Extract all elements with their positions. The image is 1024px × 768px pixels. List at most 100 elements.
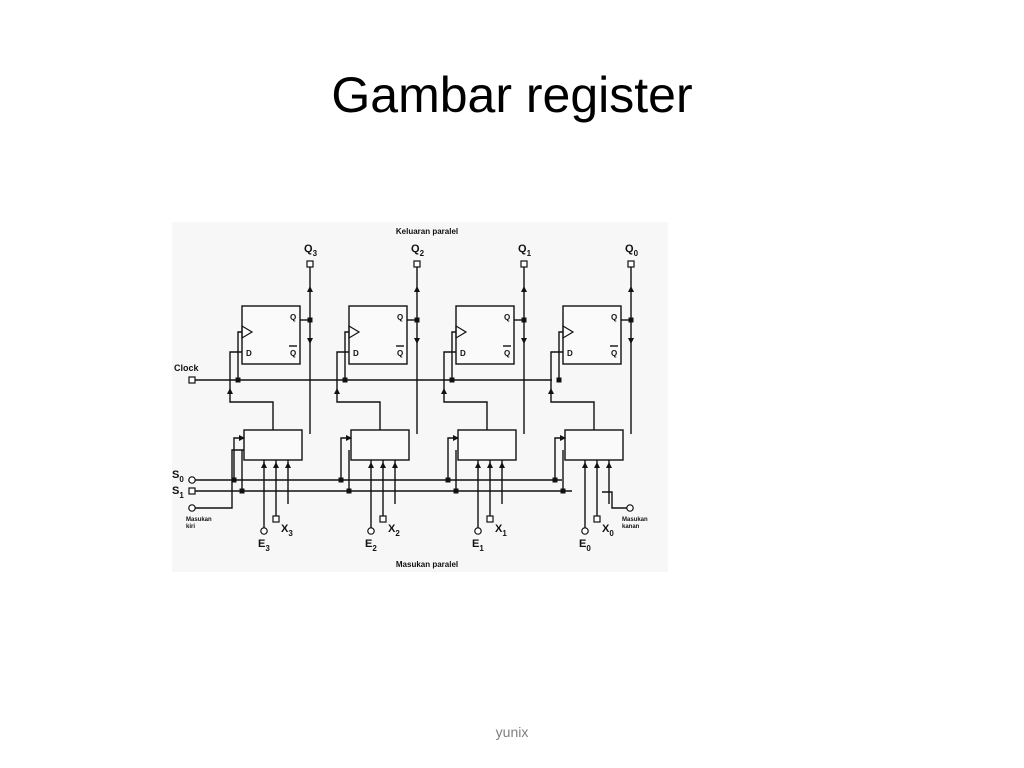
right-serial-label-line: Masukan [622,517,648,523]
clock-wire [237,331,242,380]
junction-dot [414,317,420,323]
ff-pin-q: Q [611,313,617,322]
input-label-2-subscript: 1 [502,529,507,538]
multiplexer-2 [457,429,517,461]
arrow-up [521,286,527,292]
junction-dot [231,477,237,483]
ff-pin-qbar: Q [504,349,510,358]
arrow-up [606,462,612,468]
arrow-right [560,435,566,441]
enable-label-3-letter: E [579,538,586,550]
ff-pin-q: Q [504,313,510,322]
arrow-up [380,462,386,468]
output-label-1: Q2 [411,243,425,258]
select-s0-label-letter: S [172,469,179,481]
multiplexer-3 [564,429,624,461]
junction-dot [552,477,558,483]
input-label-3-subscript: 0 [609,529,614,538]
arrow-up [499,462,505,468]
enable-label-0-letter: E [258,538,265,550]
terminal-square [272,515,280,523]
d-input-wire [550,351,595,430]
arrow-up [261,462,267,468]
ff-pin-d: D [567,349,573,358]
ff-pin-d: D [246,349,252,358]
ff-pin-qbar: Q [290,349,296,358]
output-label-3: Q0 [625,243,639,258]
output-label-0-letter: Q [304,243,313,255]
enable-label-3: E0 [579,538,591,553]
arrow-right [239,435,245,441]
input-label-1: X2 [388,523,400,538]
terminal-square [188,487,196,495]
arrow-up [548,388,554,394]
arrow-up [273,462,279,468]
arrow-down [521,338,527,344]
terminal-square [379,515,387,523]
arrow-up [334,388,340,394]
terminal-circle [581,527,589,535]
arrow-up [475,462,481,468]
d-input-wire [229,351,274,430]
arrow-down [307,338,313,344]
junction-dot [449,377,455,383]
multiplexer-0 [243,429,303,461]
junction-dot [560,488,566,494]
enable-label-3-subscript: 0 [586,544,591,553]
clock-label: Clock [174,363,200,373]
output-label-1-letter: Q [411,243,420,255]
arrow-up [628,286,634,292]
left-serial-label-line: Masukan [186,517,212,523]
output-label-3-subscript: 0 [634,249,639,258]
arrow-down [414,338,420,344]
arrow-right [346,435,352,441]
multiplexer-1 [350,429,410,461]
input-label-3-letter: X [602,523,610,535]
enable-label-2: E1 [472,538,484,553]
bottom-caption: Masukan paralel [396,560,458,569]
arrow-up [368,462,374,468]
input-label-2-letter: X [495,523,503,535]
ff-pin-q: Q [397,313,403,322]
ff-pin-qbar: Q [397,349,403,358]
arrow-down [628,338,634,344]
select-s1-label: S1 [172,485,184,500]
junction-dot [521,317,527,323]
clock-wire [451,331,456,380]
terminal-square [520,260,528,268]
arrow-up [227,388,233,394]
input-label-0-letter: X [281,523,289,535]
arrow-up [414,286,420,292]
terminal-square [593,515,601,523]
d-input-wire [336,351,381,430]
arrow-up [594,462,600,468]
enable-label-2-subscript: 1 [479,544,484,553]
slide-footer: yunix [495,724,529,740]
ff-pin-qbar: Q [611,349,617,358]
terminal-circle [626,504,634,512]
left-serial-wire [195,449,244,509]
flip-flop-0 [241,305,301,365]
right-serial-wire [602,491,627,509]
junction-dot [239,488,245,494]
arrow-up [392,462,398,468]
flip-flop-1 [348,305,408,365]
terminal-square [486,515,494,523]
terminal-circle [188,504,196,512]
junction-dot [453,488,459,494]
right-serial-label-line: kanan [622,524,640,530]
select-s1-label-letter: S [172,485,179,497]
terminal-circle [367,527,375,535]
enable-label-1-subscript: 2 [372,544,377,553]
output-label-1-subscript: 2 [420,249,425,258]
junction-dot [235,377,241,383]
junction-dot [346,488,352,494]
select-s0-label-subscript: 0 [179,475,184,484]
clock-wire [558,331,563,380]
arrow-right [453,435,459,441]
terminal-square [188,376,196,384]
arrow-up [582,462,588,468]
